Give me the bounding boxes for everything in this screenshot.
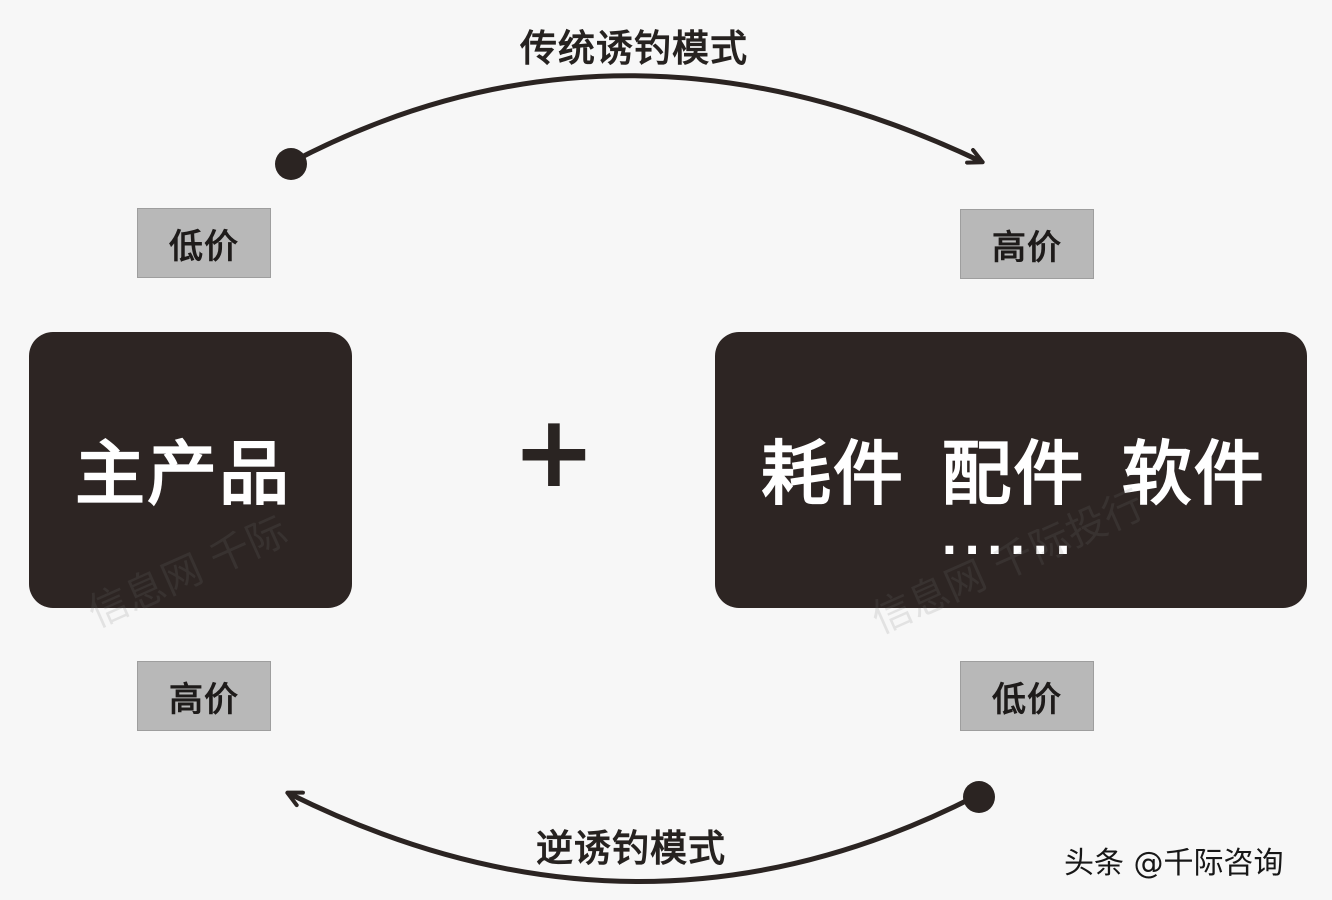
price-tag-label: 高价: [992, 227, 1062, 268]
price-tag-label: 低价: [169, 226, 239, 267]
accessory-product-title: 耗件 配件 软件: [761, 433, 1266, 515]
price-tag-bottom-left: 高价: [137, 661, 271, 731]
accessory-product-ellipsis: ......: [941, 514, 1078, 565]
top-arc-arrow: [289, 73, 985, 165]
top-arc-start-dot: [275, 148, 307, 180]
reverse-mode-label: 逆诱钓模式: [536, 827, 726, 870]
main-product-box: 主产品: [29, 332, 352, 608]
price-tag-label: 高价: [169, 679, 239, 720]
price-tag-bottom-right: 低价: [960, 661, 1094, 731]
accessory-product-box: 耗件 配件 软件 ......: [715, 332, 1307, 608]
source-credit: 头条 @千际咨询: [1064, 846, 1284, 881]
price-tag-label: 低价: [992, 679, 1062, 720]
plus-sign: +: [512, 393, 596, 510]
price-tag-top-left: 低价: [137, 208, 271, 278]
bottom-arc-arrow: [285, 790, 979, 884]
traditional-mode-label: 传统诱钓模式: [520, 27, 748, 70]
price-tag-top-right: 高价: [960, 209, 1094, 279]
bottom-arc-start-dot: [963, 781, 995, 813]
main-product-title: 主产品: [75, 433, 291, 515]
